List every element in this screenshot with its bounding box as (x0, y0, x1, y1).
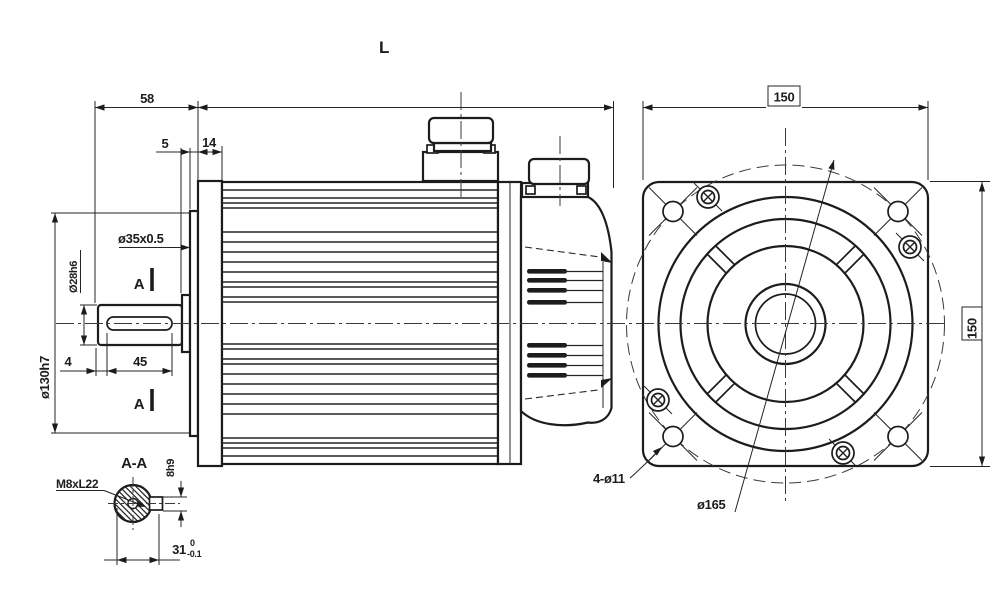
front-view (626, 128, 945, 505)
section-marker-a-top: A (134, 276, 145, 293)
flange-spokes (706, 244, 865, 404)
dim-flange-height: 150 (965, 318, 980, 339)
tolerance-lower: -0.1 (187, 549, 202, 559)
dim-keyway-width: 8h9 (165, 459, 177, 477)
mounting-holes (648, 187, 923, 461)
section-aa-view: A-A M8xL22 8h9 (56, 455, 202, 565)
power-connector (421, 92, 500, 200)
vent-louvers (527, 269, 603, 378)
dim-pilot-diameter: ø130h7 (37, 356, 52, 399)
dim-shaft-diameter: Ø28h6 (68, 261, 80, 293)
cover-screws (643, 182, 925, 468)
dim-length-label: L (379, 38, 389, 57)
shaft (96, 303, 184, 347)
dimensions-side-view: 58 L 5 14 ø35x0.5 Ø28h6 (37, 38, 614, 434)
dimensions-front-view: 150 150 4-ø11 ø165 (593, 85, 990, 513)
dim-4: 4 (65, 354, 73, 369)
dim-5: 5 (162, 136, 169, 151)
dim-14: 14 (202, 135, 217, 150)
rear-housing (519, 194, 613, 427)
section-title: A-A (121, 455, 147, 472)
callout-shaft-step: ø35x0.5 (118, 231, 164, 246)
dim-45: 45 (133, 354, 147, 369)
section-marker-a-bottom: A (134, 396, 145, 413)
side-view (96, 92, 613, 468)
section-markers: A A (134, 268, 154, 413)
dim-flat: 31 (172, 542, 186, 557)
dim-flange-width: 150 (774, 90, 795, 105)
dim-58: 58 (140, 91, 154, 106)
tolerance-upper: 0 (190, 538, 195, 548)
callout-bolt-circle: ø165 (697, 497, 726, 512)
callout-mounting-holes: 4-ø11 (593, 471, 625, 486)
callout-thread: M8xL22 (56, 477, 99, 491)
encoder-connector (520, 136, 591, 206)
